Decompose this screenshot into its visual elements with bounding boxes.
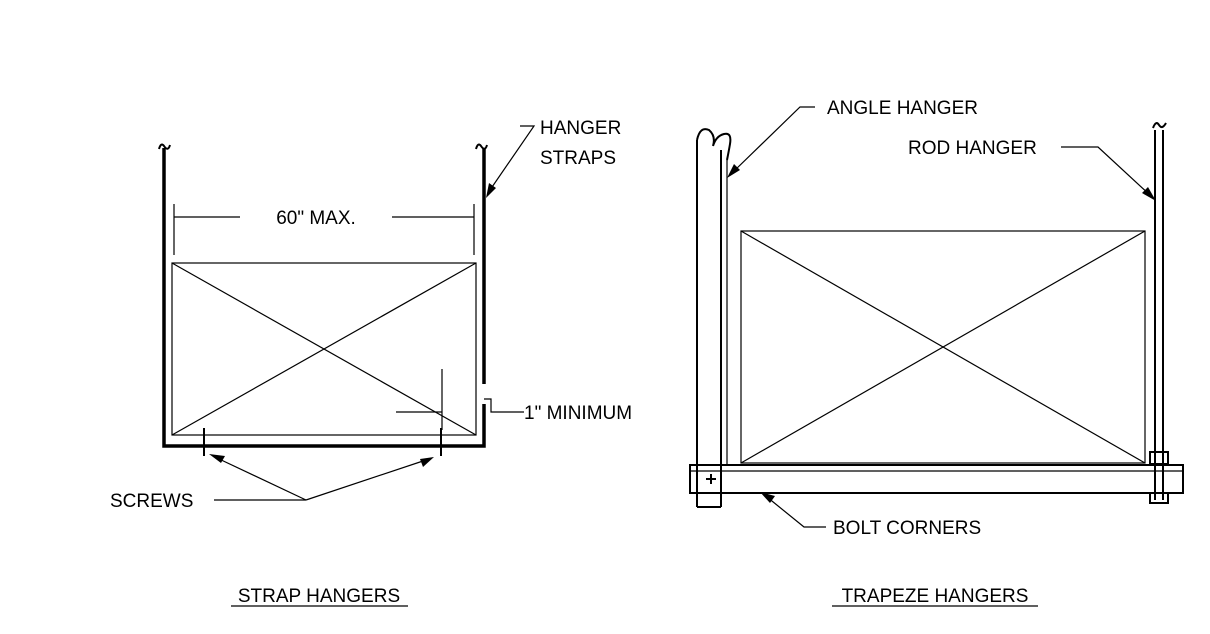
hanger-straps-label-line1: HANGER bbox=[540, 118, 621, 139]
rod-hanger-leader bbox=[1061, 146, 1156, 201]
hanger-straps-label-line2: STRAPS bbox=[540, 148, 616, 169]
strap-duct bbox=[171, 262, 477, 436]
bolt-corners-label: BOLT CORNERS bbox=[833, 518, 981, 539]
rod-hanger bbox=[1149, 122, 1169, 504]
trapeze-duct bbox=[740, 230, 1146, 464]
screw-left bbox=[189, 428, 219, 456]
angle-hanger bbox=[696, 128, 732, 508]
hanger-straps-leader bbox=[486, 125, 536, 198]
width-dimension-label: 60" MAX. bbox=[276, 208, 356, 229]
bolt-corners-leader bbox=[760, 492, 826, 528]
screws-leader bbox=[209, 454, 434, 501]
trapeze-hangers-detail: ANGLE HANGER ROD HANGER BOLT CORNERS TRA… bbox=[689, 98, 1184, 607]
strap-hangers-title: STRAP HANGERS bbox=[238, 586, 400, 607]
rod-hanger-label: ROD HANGER bbox=[908, 138, 1037, 159]
trapeze-bar bbox=[689, 464, 1184, 494]
screws-label: SCREWS bbox=[110, 491, 193, 512]
hanger-strap bbox=[158, 143, 488, 448]
width-dimension: 60" MAX. bbox=[173, 204, 475, 255]
strap-hangers-detail: 60" MAX. HANGER STRAPS 1" MINIMUM bbox=[110, 118, 632, 607]
screw-right bbox=[426, 428, 456, 456]
angle-hanger-leader bbox=[727, 106, 815, 178]
minimum-gap-leader bbox=[484, 398, 524, 413]
minimum-gap-label: 1" MINIMUM bbox=[524, 403, 632, 424]
angle-hanger-label: ANGLE HANGER bbox=[827, 98, 978, 119]
trapeze-hangers-title: TRAPEZE HANGERS bbox=[842, 586, 1029, 607]
